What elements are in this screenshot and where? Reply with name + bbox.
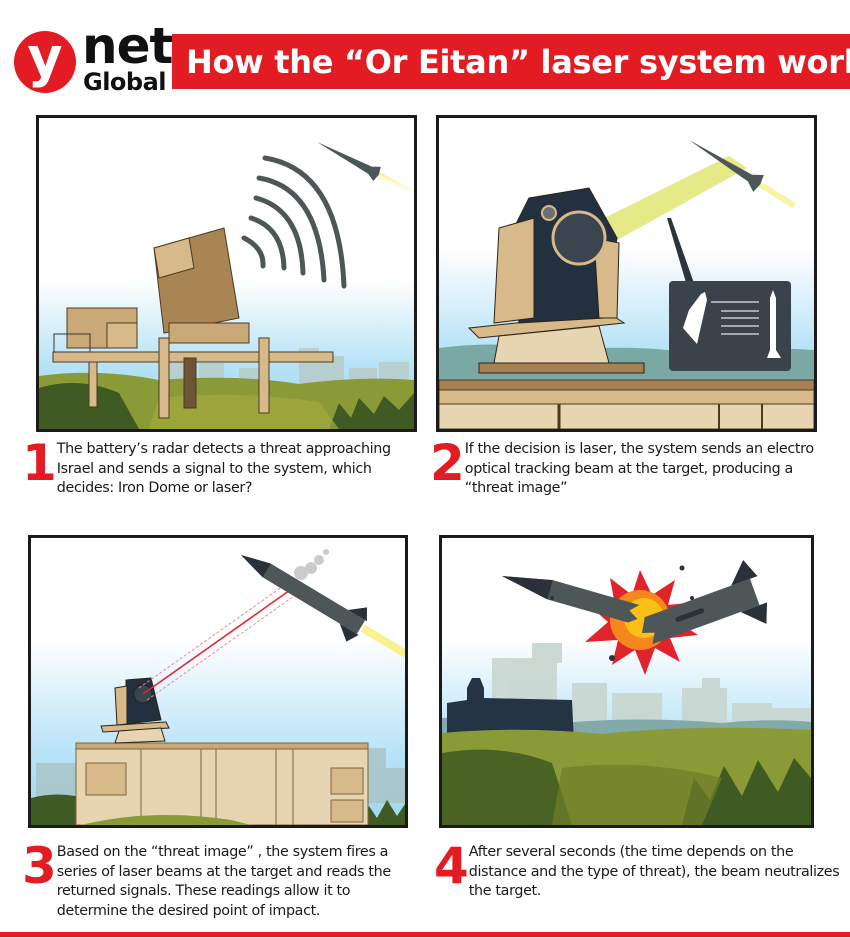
missile-silhouette-icon <box>767 290 781 358</box>
laser-beams-illustration <box>31 538 405 825</box>
step-number: 1 <box>22 434 57 492</box>
panel-1-illustration <box>36 115 417 432</box>
panel-3-illustration <box>28 535 408 828</box>
step-number: 4 <box>434 837 469 895</box>
step-1: 1 The battery’s radar detects a threat a… <box>22 434 422 499</box>
bottom-divider <box>0 932 850 937</box>
step-3: 3 Based on the “threat image” , the syst… <box>22 837 422 921</box>
page-title: How the “Or Eitan” laser system works <box>186 42 850 81</box>
title-banner: How the “Or Eitan” laser system works <box>172 34 850 89</box>
panel-4-illustration <box>439 535 814 828</box>
step-number: 2 <box>430 434 465 492</box>
step-2: 2 If the decision is laser, the system s… <box>430 434 840 499</box>
step-number: 3 <box>22 837 57 895</box>
step-4: 4 After several seconds (the time depend… <box>434 837 844 902</box>
tracking-beam-illustration <box>439 118 814 429</box>
ynet-global-logo: y net Global <box>10 21 173 99</box>
panel-2-illustration <box>436 115 817 432</box>
logo-name: net <box>82 17 173 75</box>
logo-mark: y <box>27 26 63 89</box>
radar-battery-illustration <box>39 118 414 429</box>
logo-circle <box>14 31 76 93</box>
logo-sub: Global <box>83 68 167 96</box>
step-description: The battery’s radar detects a threat app… <box>56 441 391 496</box>
missile-explosion-illustration <box>442 538 811 825</box>
step-description: Based on the “threat image” , the system… <box>56 844 391 919</box>
step-description: After several seconds (the time depends … <box>468 844 840 899</box>
step-description: If the decision is laser, the system sen… <box>464 441 814 496</box>
israel-map-icon <box>683 292 707 344</box>
